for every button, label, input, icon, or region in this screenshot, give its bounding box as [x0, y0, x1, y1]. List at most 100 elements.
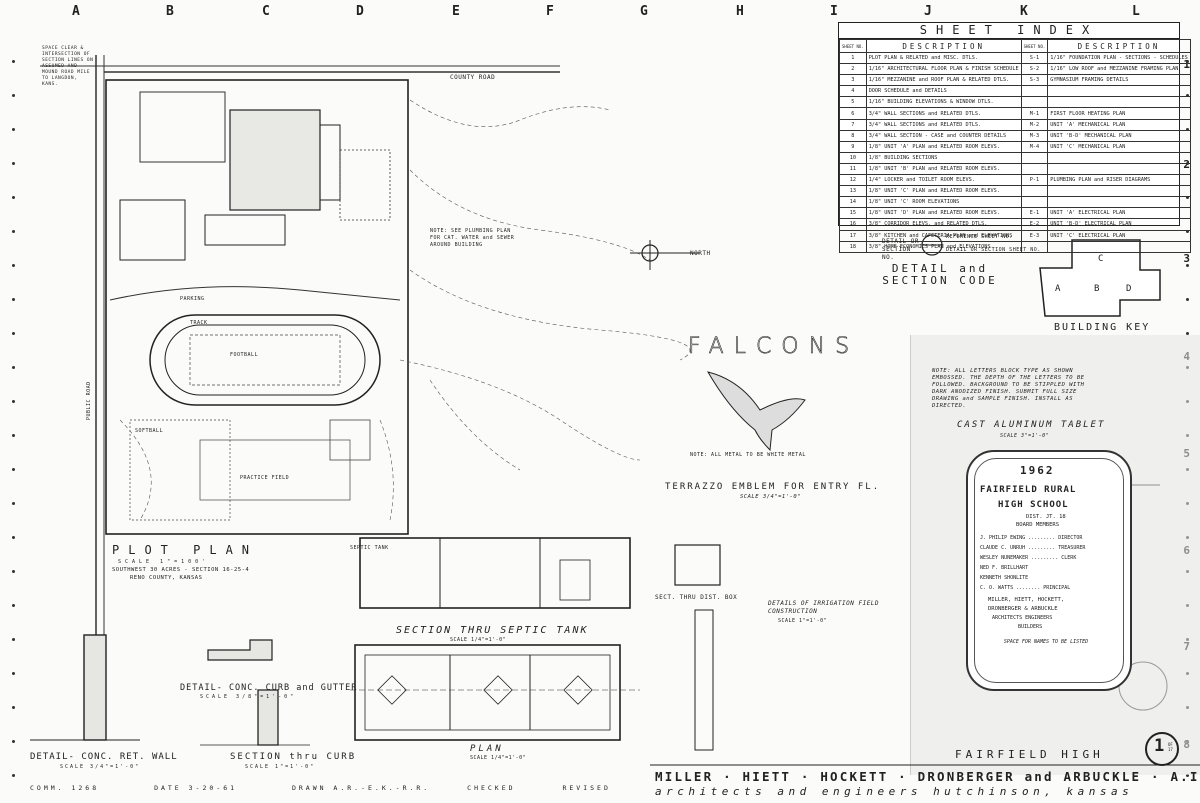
drawing-date: DATE 3-20-61: [154, 784, 238, 792]
tablet-note: NOTE: ALL LETTERS BLOCK TYPE AS SHOWN EM…: [932, 368, 1085, 409]
sheet-desc-cell: UNIT 'C' ELECTRICAL PLAN: [1047, 229, 1191, 242]
border-dot: [1186, 774, 1189, 777]
irrigation-scale: SCALE 1"=1'-0": [778, 618, 828, 624]
building-key-title: BUILDING KEY: [1054, 322, 1151, 333]
sheet-no-cell: E-3: [1020, 229, 1049, 242]
sheet-no-cell: M-4: [1020, 140, 1049, 153]
border-dot: [12, 604, 15, 607]
building-key-unit: C: [1098, 254, 1104, 264]
tablet-board: BOARD MEMBERS: [1016, 522, 1060, 528]
border-dot: [12, 162, 15, 165]
sheet-desc-cell: UNIT 'A' MECHANICAL PLAN: [1047, 118, 1191, 131]
sheet-no-cell: 16: [839, 218, 867, 231]
tablet-school1: FAIRFIELD RURAL: [980, 485, 1077, 495]
grid-letter: I: [830, 4, 839, 19]
sheet-number-circle: 1 OF 17: [1145, 732, 1179, 766]
plot-plan-county: RENO COUNTY, KANSAS: [130, 575, 203, 581]
border-dot: [12, 638, 15, 641]
sheet-no-cell: S-3: [1020, 74, 1049, 87]
wall-title: DETAIL- CONC. RET. WALL: [30, 752, 178, 762]
grid-letter: F: [546, 4, 555, 19]
border-dot: [12, 60, 15, 63]
border-dot: [12, 264, 15, 267]
project-title: FAIRFIELD HIGH: [955, 748, 1104, 761]
dist-box-label: SECT. THRU DIST. BOX: [655, 594, 738, 601]
grid-letter: A: [72, 4, 81, 19]
tablet-member: J. PHILIP EWING ......... DIRECTOR: [980, 535, 1083, 541]
road-left-label: PUBLIC ROAD: [86, 381, 92, 420]
sheet-no-cell: 13: [839, 185, 867, 198]
sheet-desc-cell: FIRST FLOOR HEATING PLAN: [1047, 107, 1191, 120]
tablet-scale: SCALE 3"=1'-0": [1000, 433, 1050, 439]
sheet-no-cell: 4: [839, 85, 867, 98]
col-header: SHEET NO.: [839, 39, 867, 53]
sheet-desc-cell: [1047, 240, 1191, 253]
border-dot: [12, 502, 15, 505]
comm-number: COMM. 1268: [30, 784, 100, 792]
sheet-desc-cell: 3/4" WALL SECTION - CASE and COUNTER DET…: [865, 129, 1022, 142]
sheet-desc-cell: [1047, 196, 1191, 209]
tablet-member: WESLEY NUNEMAKER ......... CLERK: [980, 555, 1077, 561]
tablet-member: C. O. WATTS ........ PRINCIPAL: [980, 585, 1071, 591]
sheet-desc-cell: UNIT 'C' MECHANICAL PLAN: [1047, 140, 1191, 153]
drawing-info-bar: COMM. 1268 DATE 3-20-61 DRAWN A.R.-E.K.-…: [30, 784, 611, 792]
plot-label: TRACK: [190, 320, 208, 326]
plot-label: SOFTBALL: [135, 428, 164, 434]
sheet-no-cell: 6: [839, 107, 867, 120]
septic-plan-scale: SCALE 1/4"=1'-0": [470, 755, 527, 761]
building-key-unit: A: [1055, 284, 1061, 294]
sheet-desc-cell: 1/16" BUILDING ELEVATIONS & WINDOW DTLS.: [865, 96, 1022, 109]
col-header: DESCRIPTION: [865, 39, 1022, 53]
sheet-desc-cell: PLUMBING PLAN and RISER DIAGRAMS: [1047, 174, 1191, 187]
falcons-scale: SCALE 3/4"=1'-0": [740, 494, 801, 500]
detail-code-ref: REFERENCE SHEET NO.: [946, 234, 1013, 240]
tablet-year: 1962: [1020, 464, 1055, 477]
border-dot: [12, 94, 15, 97]
road-top-label: COUNTY ROAD: [450, 74, 496, 81]
building-key-unit: D: [1126, 284, 1132, 294]
sheet-desc-cell: [1047, 96, 1191, 109]
tablet-builders: BUILDERS: [1018, 624, 1043, 630]
sheet-no-cell: [1020, 96, 1049, 109]
sheet-desc-cell: 1/8" UNIT 'B' PLAN and RELATED ROOM ELEV…: [865, 162, 1022, 176]
irrigation-title: DETAILS OF IRRIGATION FIELD CONSTRUCTION: [768, 600, 880, 615]
sheet-no-cell: [1020, 162, 1049, 176]
sheet-desc-cell: 1/8" BUILDING SECTIONS: [865, 151, 1022, 164]
border-dot: [12, 570, 15, 573]
sheet-no-cell: 2: [839, 63, 867, 76]
grid-number: 3: [1183, 252, 1190, 265]
falcons-caption: TERRAZZO EMBLEM FOR ENTRY FL.: [665, 482, 881, 492]
plot-label: PARKING: [180, 296, 205, 302]
sheet-desc-cell: [1047, 162, 1191, 176]
border-dot: [12, 230, 15, 233]
border-dot: [12, 468, 15, 471]
tablet-title: CAST ALUMINUM TABLET: [957, 420, 1106, 430]
border-dot: [12, 434, 15, 437]
sheet-desc-cell: 1/16" LOW ROOF and MEZZANINE FRAMING PLA…: [1047, 63, 1191, 76]
firm-subtitle: architects and engineers hutchinson, kan…: [655, 785, 1134, 798]
section-curb-scale: SCALE 1"=1'-0": [245, 764, 316, 770]
grid-letters: A B C D E F G H I J K L: [0, 4, 1200, 24]
survey-note: SPACE CLEAR & INTERSECTION OF SECTION LI…: [42, 46, 94, 87]
tablet-member: CLAUDE C. UNRUH ......... TREASURER: [980, 545, 1086, 551]
sheet-desc-cell: 1/4" LOCKER and TOILET ROOM ELEVS.: [865, 174, 1022, 187]
grid-letter: C: [262, 4, 271, 19]
sheet-number: 1: [1154, 736, 1165, 756]
curb-scale: SCALE 3/8"=1'-0": [200, 694, 297, 700]
detail-code-taken: DETAIL OR SECTION SHEET NO.: [946, 247, 1041, 253]
sheet-desc-cell: UNIT 'B-D' MECHANICAL PLAN: [1047, 129, 1191, 142]
sheet-index: SHEET INDEX SHEET NO. DESCRIPTION SHEET …: [838, 22, 1191, 253]
tablet-border: [974, 458, 1124, 683]
grid-letter: D: [356, 4, 365, 19]
firm-name: MILLER · HIETT · HOCKETT · DRONBERGER an…: [655, 769, 1200, 784]
sheet-no-cell: 15: [839, 207, 867, 220]
